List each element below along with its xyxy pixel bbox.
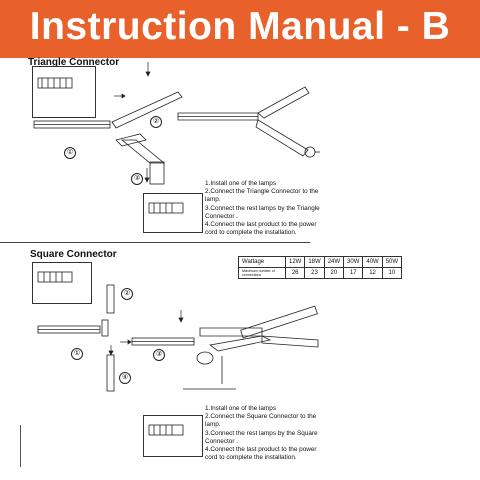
step-number-two: ② — [150, 116, 162, 128]
triangle-steps: 1.Install one of the lamps 2.Connect the… — [205, 180, 320, 237]
step-line: cord to complete the installation. — [205, 454, 297, 462]
step-line: 2.Connect the Square Connector to the — [205, 413, 317, 421]
step-number-one: ① — [64, 147, 76, 159]
wattage-cell: 24W — [323, 256, 345, 268]
connections-row: Maximum number of connections 26 23 20 1… — [238, 267, 403, 279]
step-number-three: ③ — [131, 173, 143, 185]
step-line: cord to complete the installation. — [205, 229, 297, 237]
connections-cell: 20 — [323, 267, 345, 279]
wattage-cell: 40W — [362, 256, 383, 268]
step-line: 2.Connect the Triangle Connector to the — [205, 188, 319, 196]
title-banner: Instruction Manual - B — [0, 0, 480, 58]
square-mount-detail — [32, 262, 92, 304]
wattage-cell: 30W — [343, 256, 364, 268]
square-steps: 1.Install one of the lamps 2.Connect the… — [205, 405, 318, 462]
connections-cell: 12 — [362, 267, 383, 279]
connections-cell: 26 — [284, 267, 306, 279]
wattage-cell: 18W — [304, 256, 325, 268]
step-line: 3.Connect the rest lamps by the Square — [205, 429, 318, 437]
lamp-segment-icon — [149, 161, 165, 185]
triangle-connector-title: Triangle Connector — [28, 57, 120, 68]
left-margin-rule — [20, 425, 21, 467]
connections-row-label: Maximum number of connections — [238, 267, 286, 279]
step-line: 1.Install one of the lamps — [205, 405, 277, 412]
step-line: lamp. — [205, 196, 221, 204]
connections-cell: 23 — [304, 267, 325, 279]
square-step-number-three: ③ — [153, 349, 165, 361]
square-step-number-one: ① — [71, 348, 83, 360]
lamp-vertical-icon — [106, 284, 115, 314]
step-line: 4.Connect the last product to the power — [205, 221, 317, 229]
step-line: 4.Connect the last product to the power — [205, 446, 317, 454]
connections-cell: 10 — [381, 267, 403, 279]
step-line: lamp. — [205, 421, 221, 429]
manual-title: Instruction Manual - B — [29, 5, 451, 48]
wattage-cell: 50W — [381, 256, 403, 268]
wattage-cell: 12W — [284, 256, 306, 268]
step-line: 3.Connect the rest lamps by the Triangle — [205, 204, 320, 212]
square-step-number-two: ② — [121, 288, 133, 300]
square-connector-title: Square Connector — [30, 249, 117, 260]
connections-cell: 17 — [343, 267, 364, 279]
wattage-header-label: Wattage — [238, 256, 286, 268]
section-divider — [0, 242, 310, 243]
square-step-number-four: ④ — [119, 372, 131, 384]
step-line: Connector . — [205, 437, 239, 445]
triangle-mount-detail — [32, 66, 96, 118]
square-clip-detail — [143, 415, 203, 457]
wattage-table: Wattage 12W 18W 24W 30W 40W 50W Maximum … — [238, 256, 403, 279]
step-line: 1.Install one of the lamps — [205, 180, 277, 187]
step-line: Connector . — [205, 212, 239, 220]
wattage-header-row: Wattage 12W 18W 24W 30W 40W 50W — [238, 256, 403, 268]
